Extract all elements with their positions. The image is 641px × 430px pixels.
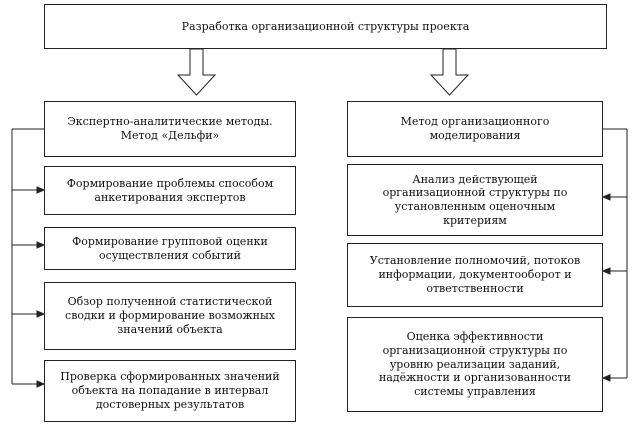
block-arrow-left: [176, 48, 217, 96]
left-header-text: Экспертно-аналитические методы. Метод «Д…: [67, 115, 273, 142]
title-text: Разработка организационной структуры про…: [181, 19, 470, 33]
left-item-1: Формирование проблемы способом анкетиров…: [44, 166, 296, 215]
right-item-1-text: Анализ действующей организационной струк…: [382, 172, 568, 227]
left-item-3: Обзор полученной статистической сводки и…: [44, 282, 296, 350]
left-bracket: [11, 128, 46, 388]
left-item-2-text: Формирование групповой оценки осуществле…: [72, 234, 268, 262]
right-item-2: Установление полномочий, потоков информа…: [347, 243, 603, 307]
right-item-3: Оценка эффективности организационной стр…: [347, 317, 603, 412]
left-item-2: Формирование групповой оценки осуществле…: [44, 227, 296, 270]
left-header-box: Экспертно-аналитические методы. Метод «Д…: [44, 101, 296, 157]
left-item-1-text: Формирование проблемы способом анкетиров…: [66, 176, 274, 204]
left-item-4: Проверка сформированных значений объекта…: [44, 360, 296, 422]
block-arrow-right: [429, 48, 470, 96]
left-item-3-text: Обзор полученной статистической сводки и…: [65, 295, 275, 336]
right-item-1: Анализ действующей организационной струк…: [347, 164, 603, 236]
right-header-box: Метод организационного моделирования: [347, 101, 603, 157]
right-item-2-text: Установление полномочий, потоков информа…: [369, 254, 581, 295]
right-header-text: Метод организационного моделирования: [400, 115, 550, 142]
right-bracket: [601, 128, 628, 382]
right-item-3-text: Оценка эффективности организационной стр…: [378, 330, 572, 399]
title-box: Разработка организационной структуры про…: [44, 4, 607, 49]
left-item-4-text: Проверка сформированных значений объекта…: [60, 370, 280, 411]
